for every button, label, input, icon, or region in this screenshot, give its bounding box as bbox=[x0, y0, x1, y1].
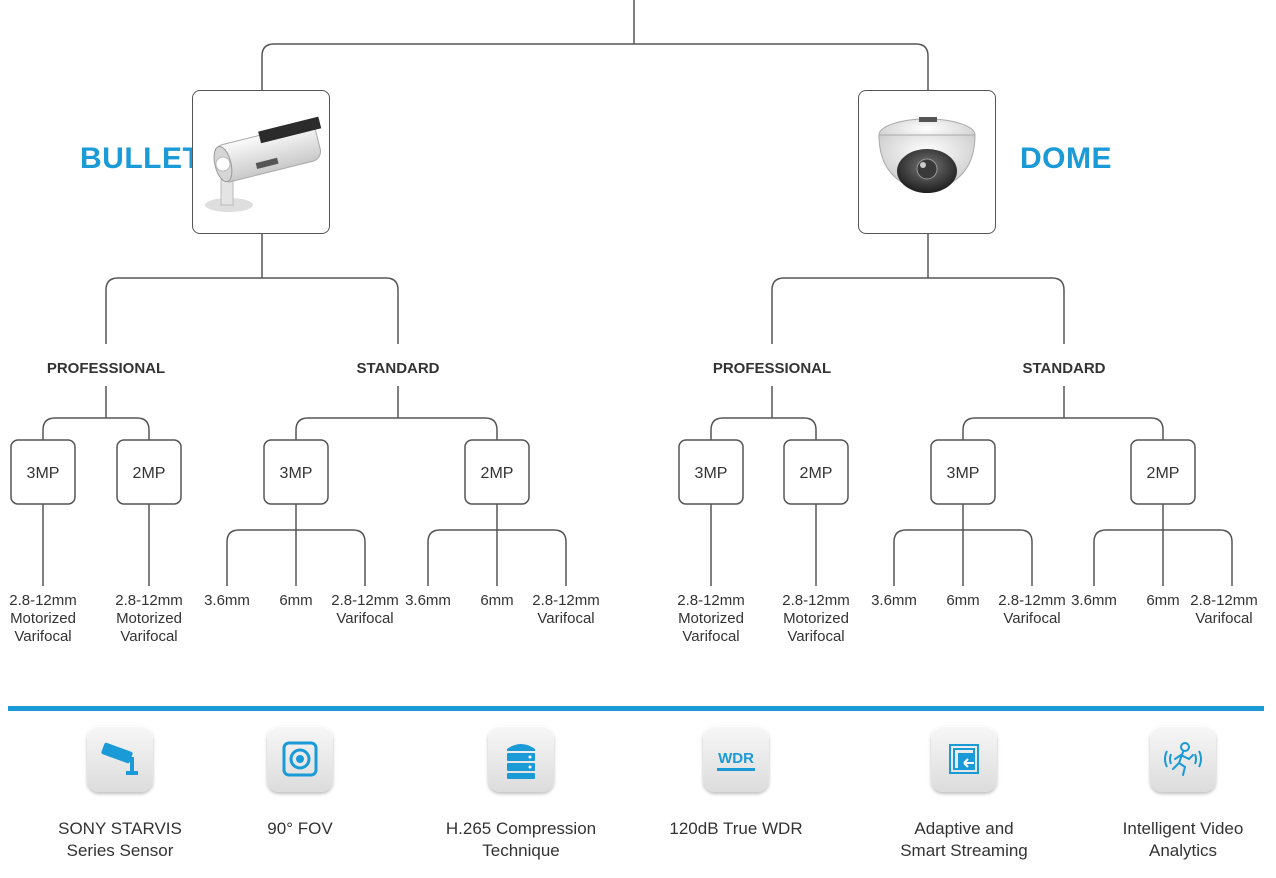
branch-connector bbox=[295, 417, 498, 440]
bullet-standard-lens-option: 6mm bbox=[480, 592, 513, 609]
bullet-professional-lens-option: Varifocal bbox=[120, 628, 177, 645]
bullet-professional-label: PROFESSIONAL bbox=[47, 360, 165, 377]
feature-label: Intelligent Video Analytics bbox=[1122, 819, 1244, 860]
wdr-icon-text: WDR bbox=[718, 750, 754, 767]
dome-standard-lens-option: 3.6mm bbox=[1071, 592, 1117, 609]
bullet-professional-2mp-box-label: 2MP bbox=[133, 465, 166, 482]
wdr-icon: WDR bbox=[703, 726, 769, 792]
bullet-standard-lens-option: 3.6mm bbox=[204, 592, 250, 609]
feature-label: 90° FOV bbox=[267, 819, 333, 838]
dome-standard-lens-option: 3.6mm bbox=[871, 592, 917, 609]
bullet-standard-lens-option: 2.8-12mm bbox=[532, 592, 600, 609]
branch-connector bbox=[261, 43, 929, 90]
feature-item: WDR 120dB True WDR bbox=[636, 726, 836, 840]
bullet-professional-lens-option: Motorized bbox=[116, 610, 182, 627]
feature-label: Adaptive and Smart Streaming bbox=[900, 819, 1028, 860]
branch-connector bbox=[771, 277, 1065, 344]
bullet-standard-lens-option: 2.8-12mm bbox=[331, 592, 399, 609]
dome-professional-lens-option: 2.8-12mm bbox=[782, 592, 850, 609]
bullet-standard-lens-option: Varifocal bbox=[537, 610, 594, 627]
dome-professional-label: PROFESSIONAL bbox=[713, 360, 831, 377]
feature-item: 90° FOV bbox=[200, 726, 400, 840]
branch-connector bbox=[42, 417, 150, 440]
dome-standard-lens-option: 2.8-12mm bbox=[998, 592, 1066, 609]
bullet-standard-lens-option: 6mm bbox=[279, 592, 312, 609]
category-label-dome: DOME bbox=[1020, 142, 1112, 175]
dome-professional-lens-option: Varifocal bbox=[787, 628, 844, 645]
bullet-professional-lens-option: Varifocal bbox=[14, 628, 71, 645]
bullet-standard-3mp-box-label: 3MP bbox=[280, 465, 313, 482]
bullet-professional-lens-option: 2.8-12mm bbox=[115, 592, 183, 609]
bullet-professional-lens-option: Motorized bbox=[10, 610, 76, 627]
feature-label: SONY STARVIS Series Sensor bbox=[58, 819, 182, 860]
feature-item: Intelligent Video Analytics bbox=[1083, 726, 1276, 862]
branch-connector bbox=[710, 417, 817, 440]
branch-connector bbox=[105, 277, 399, 344]
cctv-camera-icon bbox=[87, 726, 153, 792]
feature-item: SONY STARVIS Series Sensor bbox=[20, 726, 220, 862]
bullet-professional-3mp-box-label: 3MP bbox=[27, 465, 60, 482]
bullet-standard-label: STANDARD bbox=[356, 360, 439, 377]
dome-professional-lens-option: 2.8-12mm bbox=[677, 592, 745, 609]
dome-standard-2mp-box-label: 2MP bbox=[1147, 465, 1180, 482]
dome-standard-lens-option: 2.8-12mm bbox=[1190, 592, 1258, 609]
section-divider bbox=[8, 706, 1264, 711]
fov-target-icon bbox=[267, 726, 333, 792]
dome-professional-lens-option: Motorized bbox=[678, 610, 744, 627]
dome-camera-icon bbox=[878, 117, 976, 193]
bullet-standard-lens-option: 3.6mm bbox=[405, 592, 451, 609]
dome-professional-lens-option: Varifocal bbox=[682, 628, 739, 645]
running-person-icon bbox=[1150, 726, 1216, 792]
bullet-standard-lens-option: Varifocal bbox=[336, 610, 393, 627]
bullet-professional-lens-option: 2.8-12mm bbox=[9, 592, 77, 609]
dome-standard-lens-option: Varifocal bbox=[1003, 610, 1060, 627]
streaming-window-icon bbox=[931, 726, 997, 792]
bullet-standard-2mp-box-label: 2MP bbox=[481, 465, 514, 482]
dome-camera-image bbox=[858, 90, 996, 234]
dome-professional-3mp-box-label: 3MP bbox=[695, 465, 728, 482]
storage-server-icon bbox=[488, 726, 554, 792]
feature-item: H.265 Compression Technique bbox=[421, 726, 621, 862]
dome-professional-lens-option: Motorized bbox=[783, 610, 849, 627]
dome-standard-lens-option: 6mm bbox=[946, 592, 979, 609]
dome-standard-lens-option: Varifocal bbox=[1195, 610, 1252, 627]
feature-item: Adaptive and Smart Streaming bbox=[864, 726, 1064, 862]
dome-professional-2mp-box-label: 2MP bbox=[800, 465, 833, 482]
dome-standard-label: STANDARD bbox=[1022, 360, 1105, 377]
bullet-camera-icon bbox=[205, 116, 322, 212]
category-label-bullet: BULLET bbox=[80, 142, 202, 175]
feature-label: 120dB True WDR bbox=[669, 819, 803, 838]
dome-standard-3mp-box-label: 3MP bbox=[947, 465, 980, 482]
feature-label: H.265 Compression Technique bbox=[445, 819, 597, 860]
branch-connector bbox=[962, 417, 1164, 440]
bullet-camera-image bbox=[192, 90, 330, 234]
dome-standard-lens-option: 6mm bbox=[1146, 592, 1179, 609]
